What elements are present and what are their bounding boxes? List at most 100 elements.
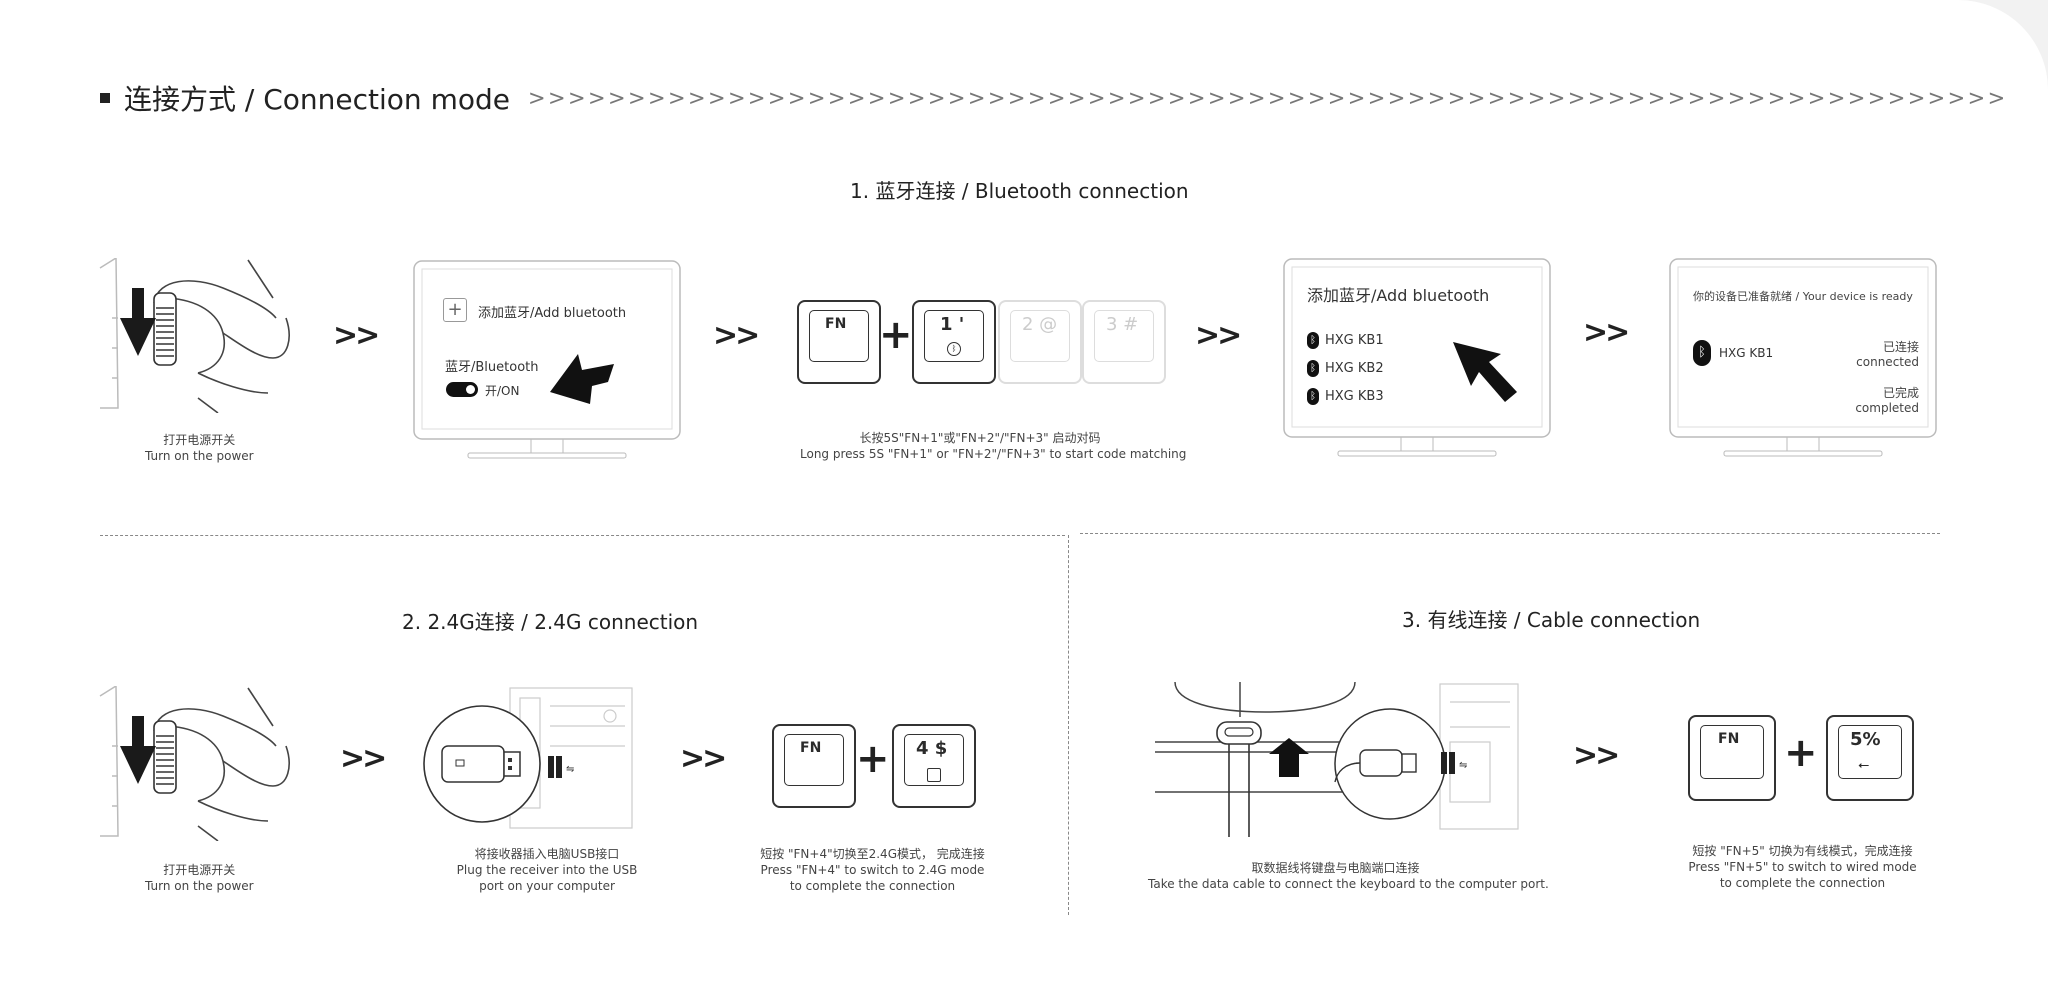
fn-key: FN — [1688, 715, 1776, 801]
key-plus-sign: + — [856, 736, 890, 782]
page-title: 连接方式 / Connection mode — [124, 83, 510, 116]
s1-step-arrow-4: >> — [1583, 315, 1630, 350]
add-bluetooth-plus-button[interactable]: + — [443, 298, 467, 322]
device-list-item[interactable]: ᛒ HXG KB3 — [1307, 382, 1384, 410]
device-name: HXG KB2 — [1325, 360, 1384, 376]
s2-step-arrow-1: >> — [340, 741, 387, 776]
s2-power-caption-en: Turn on the power — [145, 879, 254, 893]
s1-power-caption-en: Turn on the power — [145, 449, 254, 463]
status-connected: 已连接 connected — [1856, 340, 1919, 370]
add-bluetooth-label: 添加蓝牙/Add bluetooth — [478, 306, 627, 321]
key-5: 5% ⭠ — [1826, 715, 1914, 801]
bluetooth-icon: ᛒ — [1307, 331, 1319, 349]
status-completed-cn: 已完成 — [1882, 386, 1919, 400]
s3-keys-caption: 短按 "FN+5" 切换为有线模式，完成连接 Press "FN+5" to s… — [1680, 843, 1925, 891]
key-usb-icon: ⭠ — [1858, 757, 1870, 773]
s1-power-caption-cn: 打开电源开关 — [163, 433, 236, 447]
section3-title: 3. 有线连接 / Cable connection — [1402, 608, 1701, 632]
key-3: 3 # — [1082, 300, 1166, 384]
monitor-frame-icon — [1283, 258, 1551, 457]
svg-text:⇋: ⇋ — [566, 764, 574, 775]
key-1-label: 1 ' — [940, 314, 965, 335]
device-list-item[interactable]: ᛒ HXG KB2 — [1307, 354, 1384, 382]
s3-cable-caption-cn: 取数据线将键盘与电脑端口连接 — [1251, 861, 1420, 875]
divider-horizontal-left — [100, 535, 1065, 536]
key-2: 2 @ — [998, 300, 1082, 384]
s3-cable-caption: 取数据线将键盘与电脑端口连接 Take the data cable to co… — [1148, 860, 1549, 892]
s2-receiver-caption-en2: port on your computer — [479, 879, 615, 893]
fn-key-label: FN — [825, 316, 847, 332]
s2-receiver-caption-en1: Plug the receiver into the USB — [456, 863, 638, 877]
toggle-on-label: 开/ON — [485, 384, 520, 398]
s3-cable-caption-en: Take the data cable to connect the keybo… — [1148, 877, 1549, 891]
s3-step-arrow-1: >> — [1573, 738, 1620, 773]
s1-step-arrow-2: >> — [713, 318, 760, 353]
key-plus-sign: + — [1784, 730, 1818, 776]
monitor-add-bluetooth: + 添加蓝牙/Add bluetooth 蓝牙/Bluetooth 开/ON — [413, 260, 681, 459]
s1-step-arrow-1: >> — [333, 318, 380, 353]
cable-connection-illustration: ⇋ — [1155, 682, 1519, 837]
key-4: 4 $ — [892, 724, 976, 808]
fn-key: FN — [797, 300, 881, 384]
monitor-device-list: 添加蓝牙/Add bluetooth ᛒ HXG KB1 ᛒ HXG KB2 ᛒ… — [1283, 258, 1551, 457]
key-plus-sign: + — [879, 312, 913, 358]
power-switch-hand-illustration — [99, 686, 290, 841]
monitor-device-ready: 你的设备已准备就绪 / Your device is ready ᛒ HXG K… — [1669, 258, 1937, 457]
fn-key-label: FN — [1718, 731, 1740, 747]
cursor-arrow-icon — [550, 354, 614, 404]
cursor-arrow-icon — [1453, 342, 1517, 402]
bullet-square-icon — [100, 93, 110, 103]
status-completed-en: completed — [1855, 401, 1919, 415]
ready-device-row: ᛒ HXG KB1 — [1693, 340, 1773, 366]
s2-power-caption: 打开电源开关 Turn on the power — [145, 862, 254, 894]
s2-receiver-caption-cn: 将接收器插入电脑USB接口 — [474, 847, 620, 861]
s2-keys-caption-en1: Press "FN+4" to switch to 2.4G mode — [760, 863, 985, 877]
key-4-label: 4 $ — [916, 738, 948, 759]
bluetooth-icon: ᛒ — [1693, 340, 1711, 366]
s2-receiver-caption: 将接收器插入电脑USB接口 Plug the receiver into the… — [447, 846, 647, 894]
device-name: HXG KB1 — [1325, 332, 1384, 348]
s2-keys-caption-cn: 短按 "FN+4"切换至2.4G模式， 完成连接 — [760, 847, 985, 861]
status-connected-en: connected — [1856, 355, 1919, 369]
monitor-frame-icon — [1669, 258, 1937, 457]
s1-keys-caption-en: Long press 5S "FN+1" or "FN+2"/"FN+3" to… — [800, 447, 1187, 461]
device-name: HXG KB3 — [1325, 388, 1384, 404]
key-5-label: 5% — [1850, 729, 1881, 750]
fn-key-label: FN — [800, 740, 822, 756]
device-list-title: 添加蓝牙/Add bluetooth — [1307, 286, 1490, 305]
header-chevron-line: >>>>>>>>>>>>>>>>>>>>>>>>>>>>>>>>>>>>>>>>… — [527, 86, 2008, 110]
device-list-item[interactable]: ᛒ HXG KB1 — [1307, 326, 1384, 354]
s3-keys-caption-en2: to complete the connection — [1719, 876, 1886, 890]
s1-step-arrow-3: >> — [1195, 318, 1242, 353]
s2-keys-caption: 短按 "FN+4"切换至2.4G模式， 完成连接 Press "FN+4" to… — [740, 846, 1005, 894]
monitor-frame-icon — [413, 260, 681, 459]
key-3-label: 3 # — [1106, 314, 1139, 335]
divider-vertical — [1068, 535, 1069, 915]
key-2-label: 2 @ — [1022, 314, 1058, 335]
s3-keys-caption-en1: Press "FN+5" to switch to wired mode — [1688, 860, 1917, 874]
section-header: 连接方式 / Connection mode >>>>>>>>>>>>>>>>>… — [100, 78, 2008, 118]
status-completed: 已完成 completed — [1855, 386, 1919, 416]
s3-keys-caption-cn: 短按 "FN+5" 切换为有线模式，完成连接 — [1692, 844, 1913, 858]
divider-horizontal-right — [1080, 533, 1940, 534]
key-bluetooth-icon: ᛒ — [947, 342, 961, 356]
svg-text:⇋: ⇋ — [1459, 760, 1467, 771]
device-list: ᛒ HXG KB1 ᛒ HXG KB2 ᛒ HXG KB3 — [1307, 326, 1384, 410]
section2-title: 2. 2.4G连接 / 2.4G connection — [402, 610, 699, 634]
s1-keys-caption-cn: 长按5S"FN+1"或"FN+2"/"FN+3" 启动对码 — [859, 431, 1101, 445]
section1-title: 1. 蓝牙连接 / Bluetooth connection — [850, 179, 1189, 203]
s2-keys-caption-en2: to complete the connection — [789, 879, 956, 893]
status-connected-cn: 已连接 — [1882, 340, 1919, 354]
s2-power-caption-cn: 打开电源开关 — [163, 863, 236, 877]
key-1: 1 ' ᛒ — [912, 300, 996, 384]
ready-device-name: HXG KB1 — [1719, 346, 1774, 360]
power-switch-hand-illustration — [99, 258, 290, 413]
key-usb-receiver-icon — [927, 768, 941, 782]
bluetooth-icon: ᛒ — [1307, 387, 1319, 405]
usb-receiver-illustration: ⇋ — [423, 687, 633, 829]
s2-step-arrow-2: >> — [680, 741, 727, 776]
bluetooth-toggle[interactable] — [446, 382, 478, 397]
device-ready-title: 你的设备已准备就绪 / Your device is ready — [1693, 290, 1913, 303]
bluetooth-label: 蓝牙/Bluetooth — [445, 360, 539, 375]
